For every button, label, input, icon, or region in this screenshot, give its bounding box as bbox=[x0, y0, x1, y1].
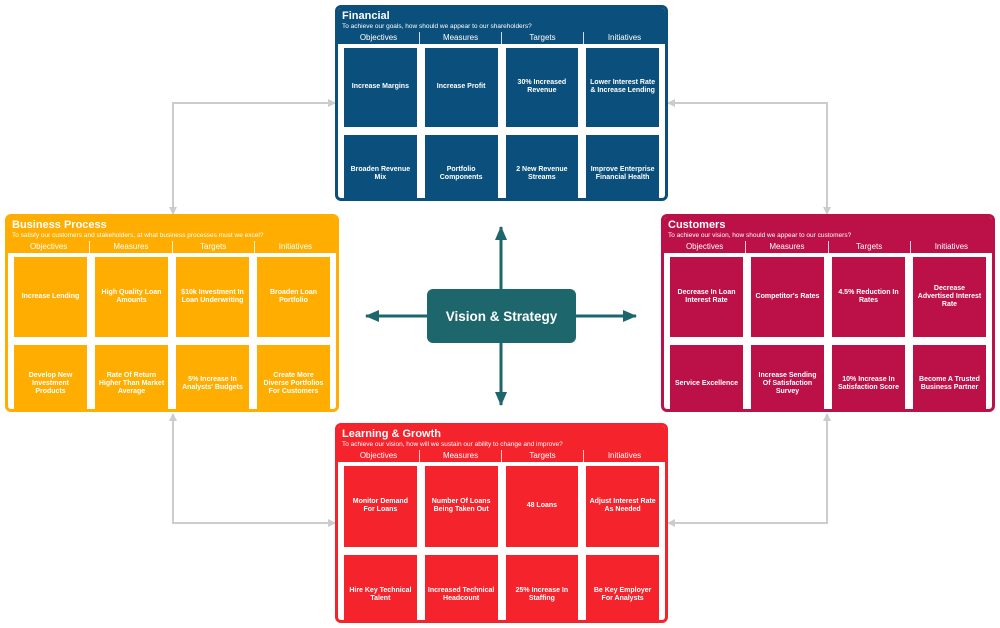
vision-strategy-box: Vision & Strategy bbox=[427, 289, 576, 343]
connector-business-to-learning bbox=[169, 413, 336, 527]
learning-growth-panel-header: Learning & Growth To achieve our vision,… bbox=[338, 426, 665, 450]
customers-cell: Decrease In Loan Interest Rate bbox=[670, 257, 743, 337]
customers-cell: Increase Sending Of Satisfaction Survey bbox=[751, 344, 824, 409]
business-process-cell: Create More Diverse Portfolios For Custo… bbox=[257, 344, 330, 409]
learning-growth-cell: Number Of Loans Being Taken Out bbox=[424, 466, 498, 547]
learning-growth-cell: 25% Increase In Staffing bbox=[505, 554, 579, 620]
business-process-column-header: Measures bbox=[90, 241, 173, 253]
customers-cell: Decrease Advertised Interest Rate bbox=[913, 257, 986, 337]
learning-growth-cell: Be Key Employer For Analysts bbox=[586, 554, 659, 620]
learning-growth-cell: Adjust Interest Rate As Needed bbox=[586, 466, 659, 547]
financial-panel-header: Financial To achieve our goals, how shou… bbox=[338, 8, 665, 32]
customers-cell: Become A Trusted Business Partner bbox=[913, 344, 986, 409]
financial-cell: 2 New Revenue Streams bbox=[505, 134, 579, 198]
financial-column-header: Initiatives bbox=[607, 33, 642, 42]
financial-column-header: Measures bbox=[420, 32, 502, 44]
learning-growth-cell: 48 Loans bbox=[505, 466, 579, 547]
business-process-panel-subtitle: To satisfy our customers and stakeholder… bbox=[12, 232, 264, 239]
business-process-panel-title: Business Process bbox=[12, 219, 107, 231]
customers-cell: 10% Increase In Satisfaction Score bbox=[832, 344, 905, 409]
business-process-cell: $10k Investment In Loan Underwriting bbox=[176, 257, 249, 337]
financial-cell: Increase Profit bbox=[424, 48, 498, 127]
financial-column-header: Objectives bbox=[338, 32, 420, 44]
customers-column-header: Measures bbox=[746, 241, 829, 253]
customers-cell: Competitor's Rates bbox=[751, 257, 824, 337]
customers-column-header: Targets bbox=[829, 241, 911, 253]
customers-cell: Service Excellence bbox=[670, 344, 743, 409]
customers-panel-header: Customers To achieve our vision, how sho… bbox=[664, 217, 992, 241]
financial-cell: Portfolio Components bbox=[424, 134, 498, 198]
business-process-cell: 5% Increase In Analysts' Budgets bbox=[176, 344, 249, 409]
learning-growth-column-header: Initiatives bbox=[607, 451, 642, 460]
financial-panel: Financial To achieve our goals, how shou… bbox=[335, 5, 668, 201]
financial-cell: Improve Enterprise Financial Health bbox=[586, 134, 659, 198]
customers-panel-title: Customers bbox=[668, 219, 726, 231]
business-process-cell: Broaden Loan Portfolio bbox=[257, 257, 330, 337]
learning-growth-column-header: Objectives bbox=[338, 450, 420, 462]
learning-growth-column-header: Targets bbox=[502, 450, 584, 462]
financial-panel-title: Financial bbox=[342, 10, 390, 22]
business-process-column-header: Objectives bbox=[8, 241, 91, 253]
connector-customers-to-learning bbox=[667, 413, 831, 527]
customers-cell: 4.5% Reduction In Rates bbox=[832, 257, 905, 337]
connector-financial-to-customers bbox=[667, 99, 831, 215]
learning-growth-panel-title: Learning & Growth bbox=[342, 428, 441, 440]
business-process-cell: Develop New Investment Products bbox=[14, 344, 87, 409]
business-process-panel: Business Process To satisfy our customer… bbox=[5, 214, 339, 412]
customers-panel: Customers To achieve our vision, how sho… bbox=[661, 214, 995, 412]
customers-column-header: Initiatives bbox=[934, 242, 969, 251]
learning-growth-column-header: Measures bbox=[420, 450, 502, 462]
customers-column-header: Objectives bbox=[664, 241, 747, 253]
connector-business-to-financial bbox=[169, 99, 336, 215]
learning-growth-cell: Hire Key Technical Talent bbox=[344, 554, 417, 620]
financial-panel-subtitle: To achieve our goals, how should we appe… bbox=[342, 23, 532, 30]
learning-growth-panel-subtitle: To achieve our vision, how will we susta… bbox=[342, 441, 563, 448]
learning-growth-panel: Learning & Growth To achieve our vision,… bbox=[335, 423, 668, 623]
learning-growth-cell: Increased Technical Headcount bbox=[424, 554, 498, 620]
financial-cell: Increase Margins bbox=[344, 48, 417, 127]
business-process-column-header: Initiatives bbox=[278, 242, 313, 251]
business-process-cell: High Quality Loan Amounts bbox=[95, 257, 168, 337]
financial-cell: Lower Interest Rate & Increase Lending bbox=[586, 48, 659, 127]
business-process-column-header: Targets bbox=[173, 241, 255, 253]
financial-cell: 30% Increased Revenue bbox=[505, 48, 579, 127]
financial-column-header: Targets bbox=[502, 32, 584, 44]
learning-growth-cell: Monitor Demand For Loans bbox=[344, 466, 417, 547]
financial-cell: Broaden Revenue Mix bbox=[344, 134, 417, 198]
business-process-cell: Increase Lending bbox=[14, 257, 87, 337]
customers-panel-subtitle: To achieve our vision, how should we app… bbox=[668, 232, 852, 239]
business-process-cell: Rate Of Return Higher Than Market Averag… bbox=[95, 344, 168, 409]
business-process-panel-header: Business Process To satisfy our customer… bbox=[8, 217, 336, 241]
